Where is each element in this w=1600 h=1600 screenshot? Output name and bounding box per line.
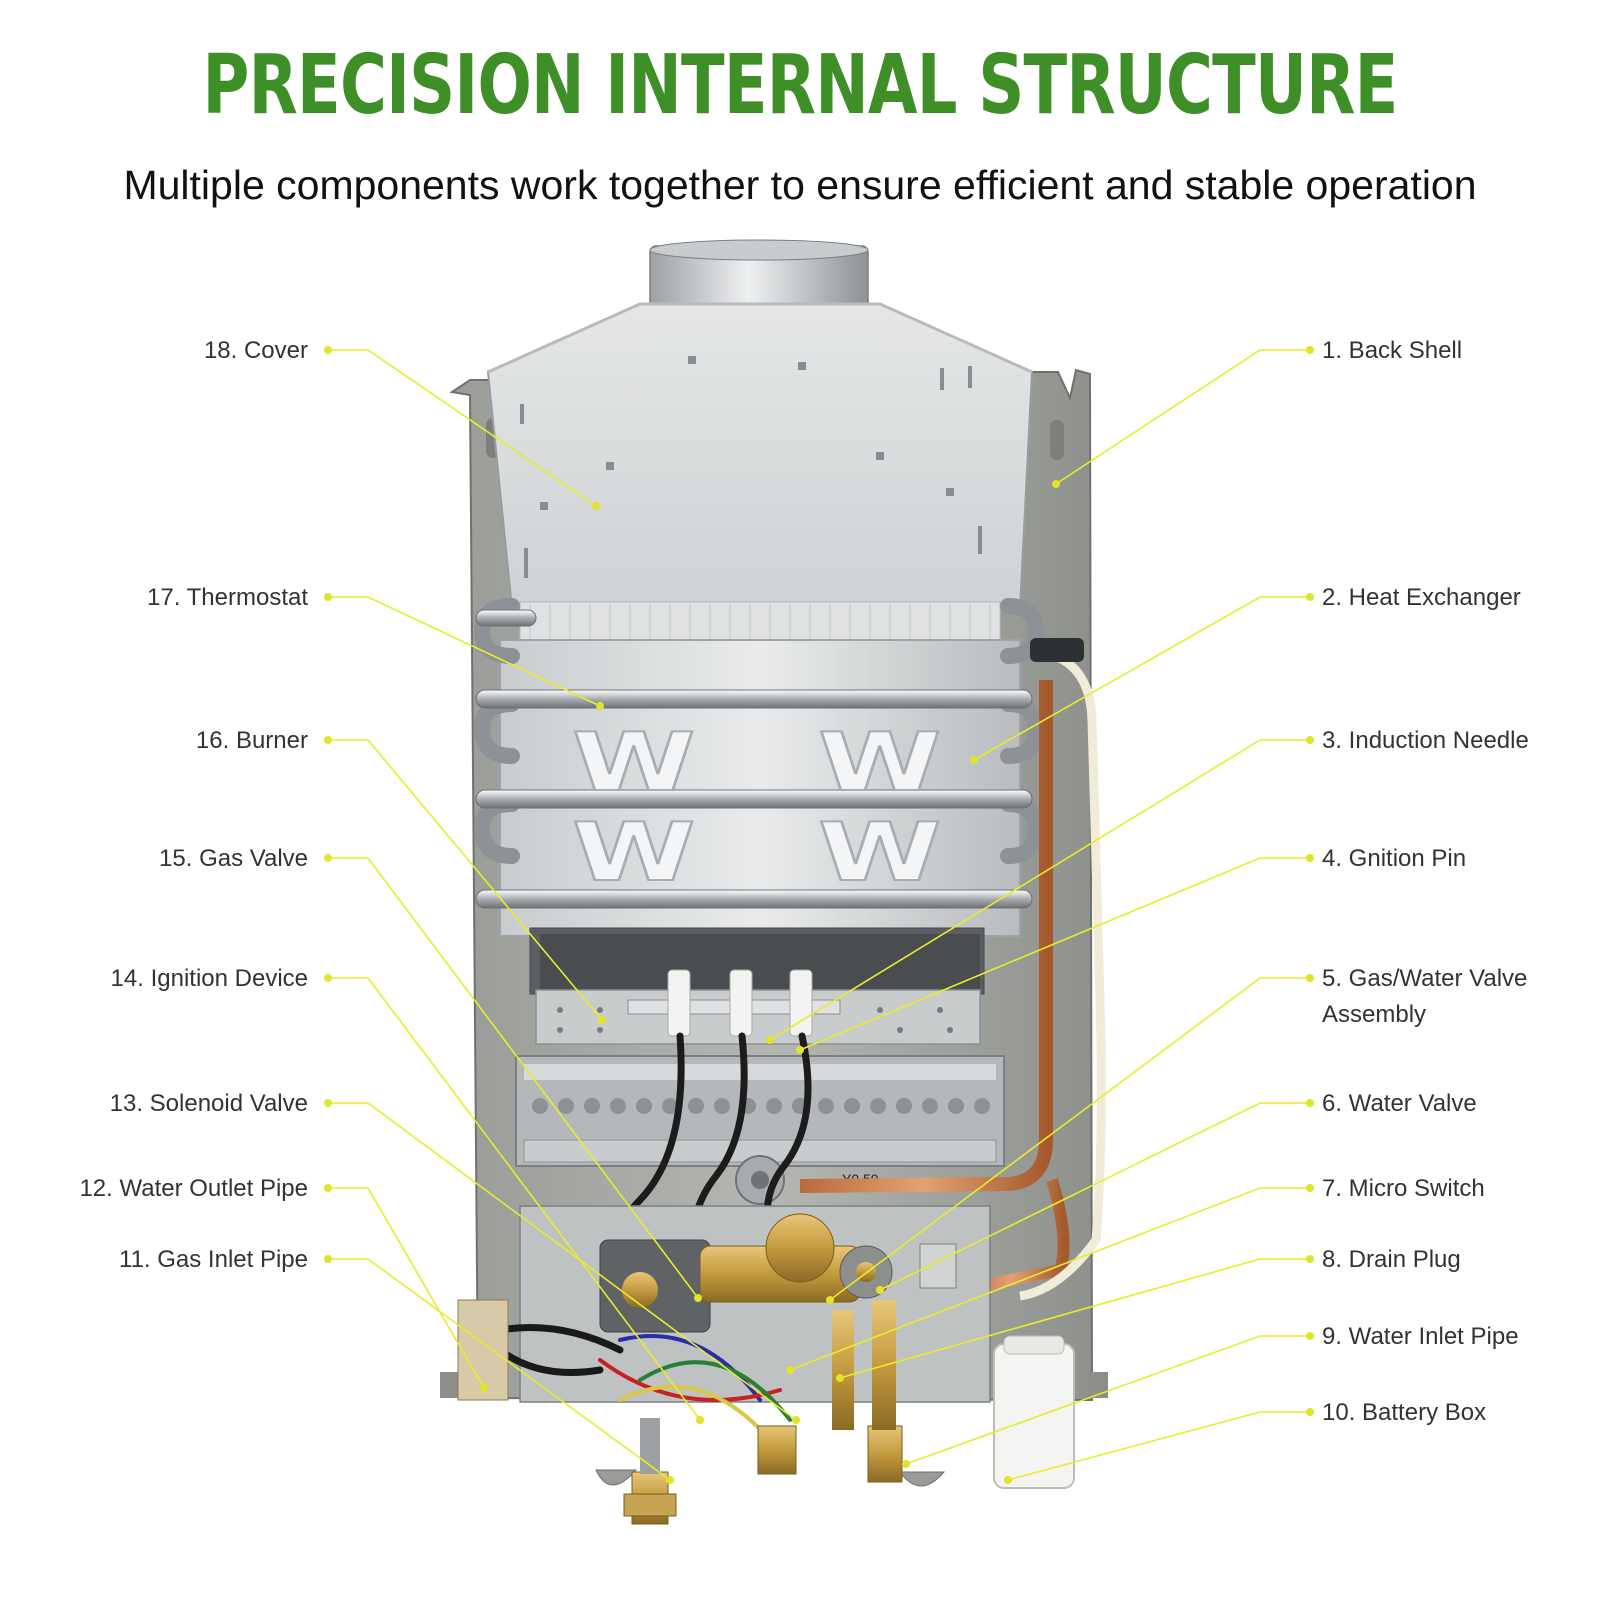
label-water-outlet-pipe: 12. Water Outlet Pipe [79, 1175, 308, 1202]
label-drain-plug: 8. Drain Plug [1322, 1246, 1461, 1273]
heater-mark-4: W [818, 806, 942, 899]
heat-exchanger [499, 639, 1021, 937]
battery-box [993, 1343, 1075, 1489]
label-back-shell: 1. Back Shell [1322, 337, 1462, 364]
label-thermostat: 17. Thermostat [147, 584, 308, 611]
wiring-bracket [457, 1299, 509, 1401]
label-gas-water-valve-line1: 5. Gas/Water Valve [1322, 965, 1527, 992]
label-ignition-device: 14. Ignition Device [111, 965, 308, 992]
leader-lines [324, 346, 1314, 1484]
electrode-insulator-2 [729, 969, 753, 1037]
burner-plate [535, 989, 981, 1045]
label-gas-valve: 15. Gas Valve [159, 845, 308, 872]
label-burner: 16. Burner [196, 727, 308, 754]
label-micro-switch: 7. Micro Switch [1322, 1175, 1485, 1202]
copper-pipe [799, 680, 1053, 1193]
heater-mark-2: W [818, 716, 942, 809]
heater-mark-1: W [572, 716, 696, 809]
water-inlet-fitting [867, 1425, 903, 1483]
labels-right: 1. Back Shell 2. Heat Exchanger 3. Induc… [1322, 337, 1529, 1426]
thermostat-sensor [1030, 638, 1084, 662]
water-heater-illustration: W W W W Y0.59 [440, 239, 1108, 1525]
label-water-valve: 6. Water Valve [1322, 1090, 1477, 1117]
page-title: PRECISION INTERNAL STRUCTURE [202, 38, 1398, 133]
label-battery-box: 10. Battery Box [1322, 1399, 1486, 1426]
water-outlet-fitting [757, 1425, 797, 1475]
label-heat-exchanger: 2. Heat Exchanger [1322, 584, 1521, 611]
electrode-insulator-1 [667, 969, 691, 1037]
page-subtitle: Multiple components work together to ens… [123, 162, 1477, 208]
label-gnition-pin: 4. Gnition Pin [1322, 845, 1466, 872]
label-gas-inlet-pipe: 11. Gas Inlet Pipe [119, 1246, 308, 1273]
label-water-inlet-pipe: 9. Water Inlet Pipe [1322, 1323, 1519, 1350]
label-induction-needle: 3. Induction Needle [1322, 727, 1529, 754]
label-solenoid-valve: 13. Solenoid Valve [110, 1090, 308, 1117]
labels-left: 18. Cover 17. Thermostat 16. Burner 15. … [79, 337, 308, 1273]
label-gas-water-valve-line2: Assembly [1322, 1001, 1426, 1028]
cover-panel [486, 303, 1034, 609]
label-cover: 18. Cover [204, 337, 308, 364]
heater-mark-3: W [572, 806, 696, 899]
